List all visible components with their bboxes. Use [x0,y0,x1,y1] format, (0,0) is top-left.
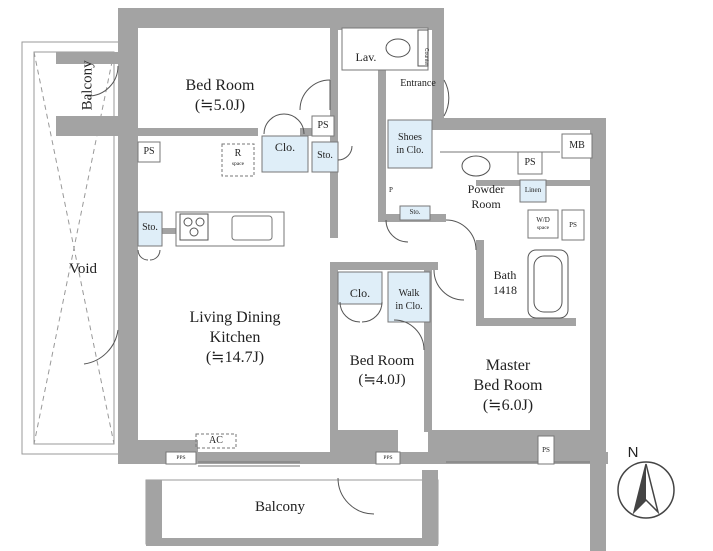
closet-2-label: Clo. [349,286,371,300]
bedroom-2-label: Bed Room (≒4.0J) [349,353,415,388]
bath-label: Bath 1418 [493,268,517,297]
r-label: R space [231,148,245,167]
ps-box-2 [311,115,335,137]
balcony-south-label: Balcony [255,499,305,515]
shoes-closet-label: Shoes in Clo. [396,132,424,156]
windows [198,461,590,467]
ps-box-4 [561,209,585,241]
doors [83,65,477,515]
pps-label-1: PPS [176,455,186,461]
walk-in-closet [387,271,431,323]
linen [519,179,547,203]
stove-icon [179,213,209,241]
ac-label: AC [209,435,223,446]
entrance-label: Entrance [400,78,436,89]
wd-label: W/D space [536,216,550,231]
ps-label-4: PS [569,221,577,229]
closet-1-label: Clo. [274,140,296,154]
balcony-west-label: Balcony [79,60,96,111]
pps-box-2 [375,451,401,465]
compass-icon [617,461,675,519]
powder-sink [461,155,491,177]
mb-box [561,133,593,159]
ps-label-1: PS [143,146,155,157]
ac-box [195,433,237,449]
storage-2-label: Sto. [317,150,333,161]
master-bedroom-label: Master Bed Room (≒6.0J) [473,357,543,414]
walk-in-closet-label: Walk in Clo. [395,288,423,312]
ps-box-1 [137,141,161,163]
lavatory-label: Lav. [355,50,377,64]
void-area [21,41,121,455]
ps-box-5 [537,435,555,465]
ps-box-3 [517,151,543,175]
compass-north-label: N [627,444,639,461]
p-label: P [389,186,393,194]
ldk-label: Living Dining Kitchen (≒14.7J) [189,309,281,366]
ps-label-3: PS [524,157,536,168]
closet-2 [337,271,383,305]
pps-label-2: PPS [383,455,393,461]
ps-label-5: PS [542,446,550,454]
shoes-closet [387,119,433,169]
kitchen-sink [231,215,273,241]
linen-label: Linen [524,186,542,194]
storage-1-label: Sto. [142,222,158,233]
powder-room-label: Powder Room [467,182,505,211]
walls [56,8,608,551]
r-space-box [221,143,255,177]
storage-3 [399,205,431,221]
wd-space-box [527,209,559,239]
storage-2 [311,141,339,173]
storage-3-label: Sto. [409,208,421,216]
counter-label: Counter [423,48,429,66]
lavatory-room [341,27,429,71]
storage-1 [137,211,163,247]
bedroom-1-label: Bed Room (≒5.0J) [185,77,255,114]
counter-icon [417,29,429,67]
ps-label-2: PS [317,120,329,131]
void-label: Void [68,261,98,277]
pps-box-1 [165,451,197,465]
mb-label: MB [569,140,585,151]
closet-1 [261,135,309,173]
toilet-icon [385,38,411,58]
